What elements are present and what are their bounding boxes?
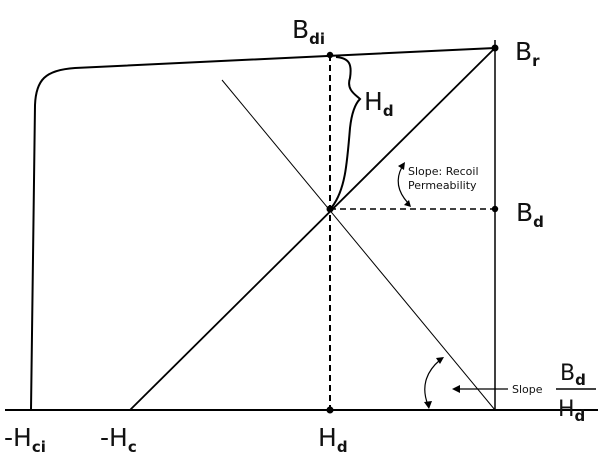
recoil-arrow-head-top	[398, 162, 405, 170]
br-point	[491, 44, 499, 52]
hd-brace-label: Hd	[364, 87, 394, 120]
slope-annotation-label: Slope	[512, 383, 543, 396]
bd-point	[491, 205, 499, 213]
recoil-annotation-line1: Slope: Recoil	[408, 165, 479, 178]
demagnetization-curve	[30, 47, 496, 411]
watermark-text: 知乎 @上海鼓宏科学仪器	[390, 427, 548, 444]
bd-label: Bd	[516, 198, 544, 231]
load-slope-arrow	[424, 359, 441, 406]
operating-point	[326, 205, 334, 213]
hd-axis-label: Hd	[318, 423, 348, 456]
recoil-line	[129, 47, 496, 411]
hd-point	[326, 406, 334, 414]
hd-brace	[331, 56, 362, 208]
bdi-point	[326, 51, 334, 59]
bdi-label: Bdi	[292, 15, 325, 48]
load-line	[221, 79, 496, 411]
load-arrow-head-bottom	[424, 401, 432, 409]
hci-label: -Hci	[4, 423, 46, 456]
recoil-annotation-line2: Permeability	[408, 179, 477, 192]
slope-pointer-head	[452, 385, 460, 393]
slope-numerator: Bd	[560, 361, 586, 389]
load-arrow-head-top	[436, 357, 444, 364]
slope-denominator: Hd	[558, 397, 585, 425]
recoil-slope-arrow	[397, 166, 409, 204]
hc-label: -Hc	[100, 423, 137, 456]
recoil-arrow-head-bottom	[404, 200, 411, 207]
br-label: Br	[515, 37, 540, 70]
